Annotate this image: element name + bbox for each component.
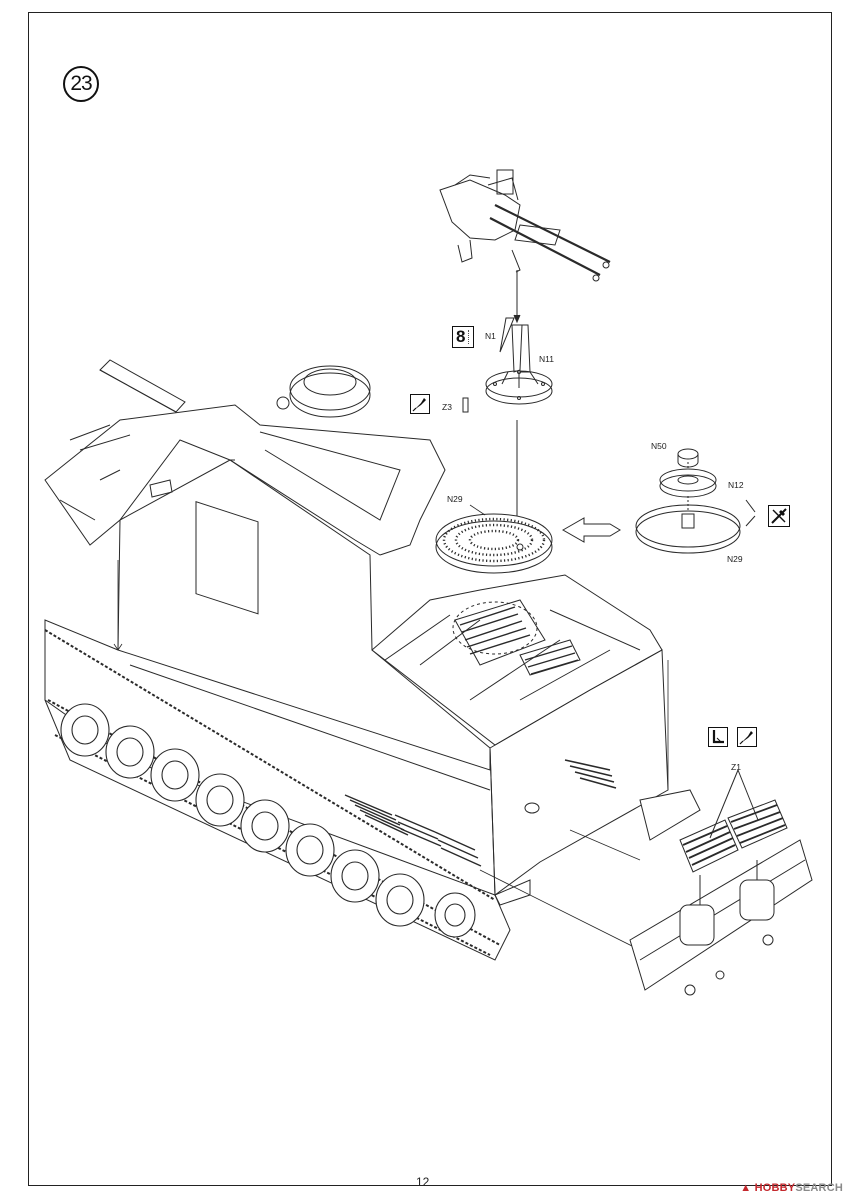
step-number: 23	[70, 72, 92, 95]
label-z1: Z1	[731, 762, 741, 772]
leader-n29	[469, 504, 486, 516]
track-and-wheels	[44, 620, 511, 961]
paint-code-dots	[468, 330, 472, 344]
twin-aa-gun	[439, 169, 611, 282]
paint-code-number: 8	[456, 327, 466, 346]
label-n29-ring: N29	[727, 554, 743, 564]
step-number-badge: 23	[63, 66, 99, 102]
label-n11: N11	[539, 354, 554, 364]
arrow-head	[513, 314, 521, 324]
label-z3: Z3	[442, 402, 452, 412]
watermark: ▲ HOBBYSEARCH	[740, 1182, 843, 1194]
cut-off-icon	[768, 505, 790, 527]
label-n50: N50	[651, 441, 667, 451]
watermark-search: SEARCH	[795, 1182, 843, 1194]
ring-subassembly	[635, 448, 756, 554]
pedestal-assembly	[485, 317, 553, 405]
paint-code-badge: 8	[452, 326, 474, 348]
bend-angle-icon	[708, 727, 728, 747]
label-n29-floor: N29	[447, 494, 463, 504]
page-number: 12	[416, 1175, 430, 1189]
cement-icon	[410, 394, 430, 414]
hollow-arrow	[561, 517, 621, 543]
part-z3	[462, 397, 469, 413]
perforated-floor-plate	[435, 513, 553, 574]
tank-hull	[44, 359, 701, 906]
label-n1: N1	[485, 331, 496, 341]
page-frame	[28, 12, 832, 1186]
watermark-hobby: HOBBY	[754, 1182, 796, 1194]
label-n12: N12	[728, 480, 744, 490]
guide-lines	[113, 560, 669, 951]
watermark-logo-icon: ▲	[740, 1182, 752, 1194]
paint-brush-icon	[737, 727, 757, 747]
rear-exhaust-assembly	[629, 769, 813, 996]
